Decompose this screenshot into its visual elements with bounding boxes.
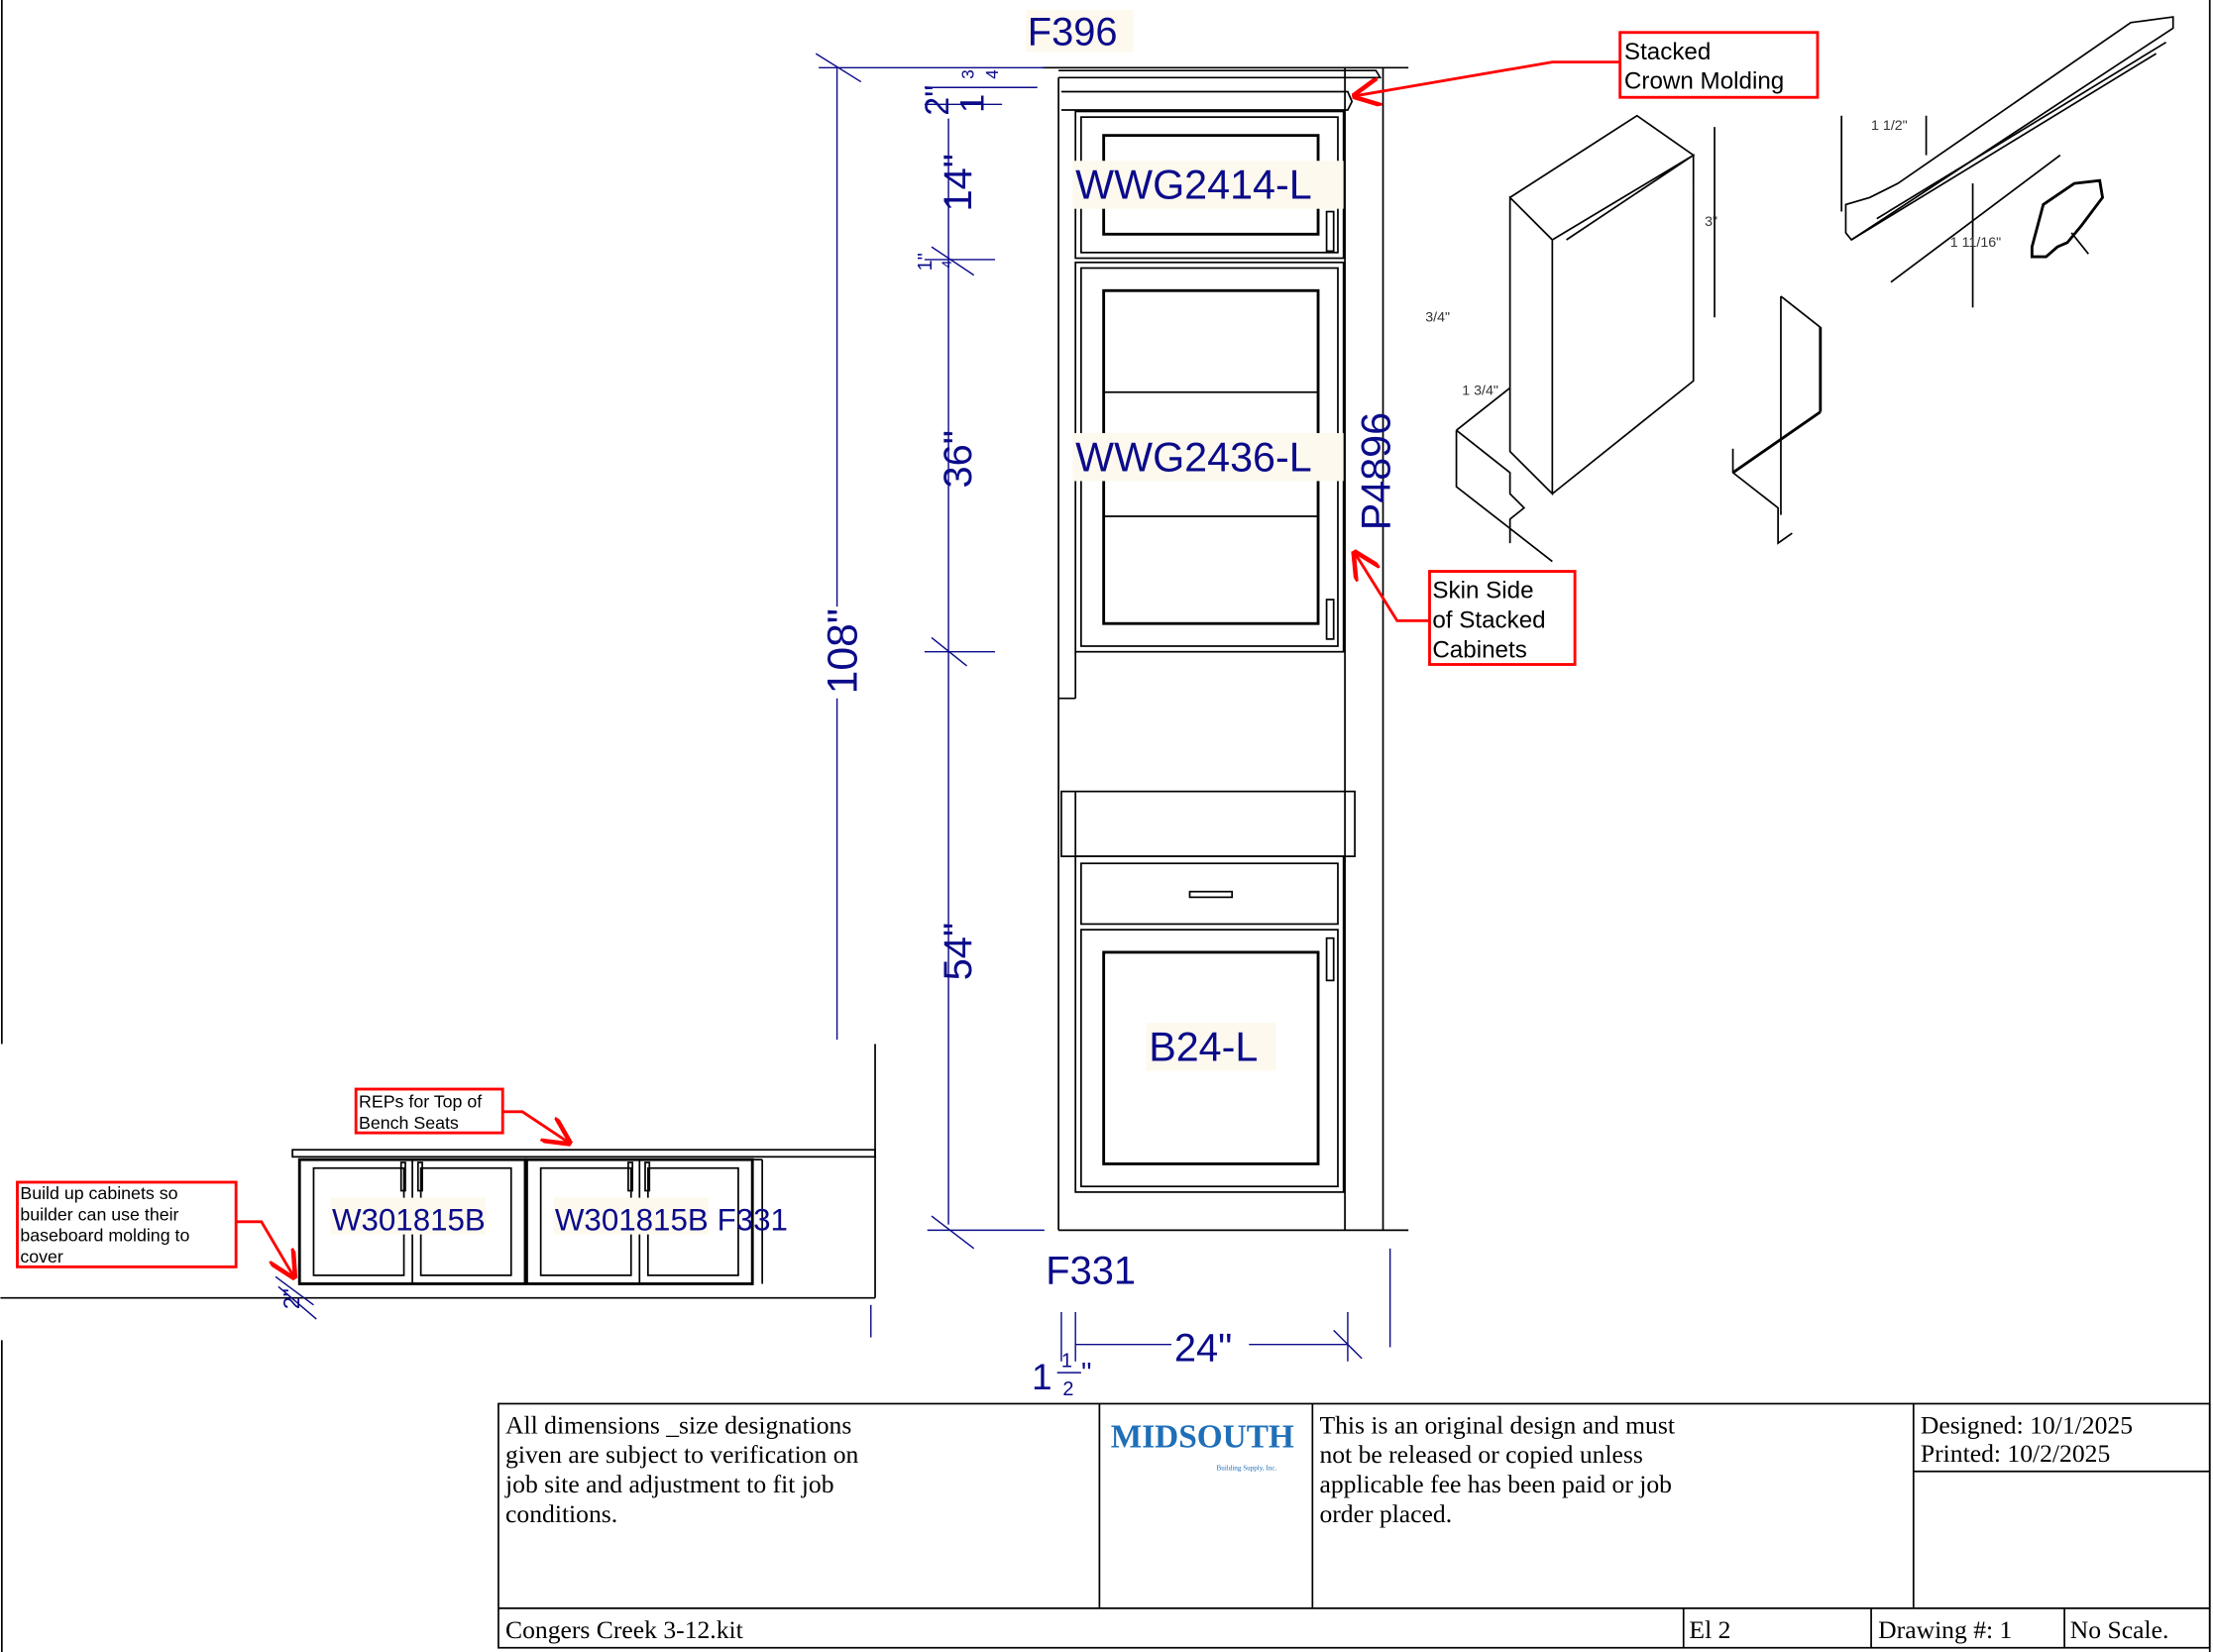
- drawing-number: Drawing #: 1: [1878, 1615, 2012, 1644]
- svg-text:MIDSOUTH: MIDSOUTH: [1111, 1419, 1294, 1456]
- svg-text:cover: cover: [20, 1247, 63, 1267]
- bench-filler-label: F331: [718, 1202, 788, 1237]
- disclaimer-line: job site and adjustment to fit job: [504, 1470, 833, 1498]
- side-whole-dimension: 1: [1032, 1356, 1052, 1397]
- bench-buildup-dimension: 2": [278, 1288, 304, 1309]
- disclaimer-line: conditions.: [505, 1499, 617, 1528]
- svg-text:Skin Side: Skin Side: [1432, 578, 1533, 605]
- bottom-filler-label: F331: [1046, 1249, 1136, 1292]
- svg-text:Build up cabinets so: Build up cabinets so: [20, 1183, 177, 1203]
- svg-text:Cabinets: Cabinets: [1432, 636, 1526, 663]
- width-dimension: 24": [1174, 1327, 1232, 1371]
- base-height-dimension: 54": [937, 923, 980, 980]
- base-cabinet-label: B24-L: [1149, 1025, 1258, 1070]
- overall-height-dimension: 108": [820, 608, 867, 694]
- elevation-number: El 2: [1689, 1615, 1730, 1644]
- copyright-line: applicable fee has been paid or job: [1319, 1470, 1672, 1498]
- svg-text:REPs for Top of: REPs for Top of: [359, 1092, 482, 1112]
- mid-height-dimension: 36": [937, 430, 980, 488]
- crown-height-label: 1 11/16": [1950, 235, 2001, 251]
- dimension-lines: [815, 53, 1391, 1362]
- copyright-line: not be released or copied unless: [1319, 1440, 1642, 1469]
- crown-fraction-den: 4: [983, 69, 1002, 79]
- gap-dimension: 1": [915, 253, 937, 271]
- disclaimer-line: given are subject to verification on: [505, 1440, 858, 1469]
- upper-wall-cabinet-label: WWG2414-L: [1075, 163, 1312, 208]
- molding-width-label: 1 3/4": [1462, 384, 1498, 399]
- bench-cabinet-left-label: W301815B: [332, 1202, 486, 1237]
- molding-depth-label: 3/4": [1425, 310, 1450, 326]
- svg-text:of Stacked: of Stacked: [1432, 606, 1545, 633]
- side-den-dimension: 2: [1062, 1378, 1073, 1400]
- midsouth-logo: MIDSOUTH Building Supply, Inc.: [1111, 1419, 1294, 1473]
- svg-text:Bench Seats: Bench Seats: [359, 1113, 459, 1133]
- bench-cabinet-right-label: W301815B: [555, 1202, 709, 1237]
- title-block: [498, 1402, 2211, 1649]
- scale-note: No Scale.: [2070, 1615, 2169, 1644]
- crown-height-dimension: 2": [919, 85, 956, 116]
- callout-bench-top: REPs for Top of Bench Seats: [354, 1087, 569, 1143]
- crown-fraction-num: 3: [959, 69, 978, 79]
- crown-top-label: 1 1/2": [1871, 118, 1908, 134]
- printed-date: Printed: 10/2/2025: [1921, 1439, 2110, 1468]
- callout-build-up: Build up cabinets so builder can use the…: [16, 1180, 294, 1276]
- panel-label: P4896: [1354, 412, 1399, 530]
- gap-fraction-den: 4: [940, 260, 955, 268]
- mid-wall-cabinet-label: WWG2436-L: [1075, 434, 1312, 480]
- callout-crown: Stacked Crown Molding: [1355, 31, 1820, 97]
- file-name: Congers Creek 3-12.kit: [505, 1615, 743, 1644]
- svg-text:builder can use their: builder can use their: [20, 1204, 178, 1224]
- molding-detail-illustration: [1455, 16, 2174, 563]
- side-mark: '': [1081, 1358, 1092, 1389]
- side-num-dimension: 1: [1061, 1350, 1072, 1372]
- disclaimer-line: All dimensions _size designations: [505, 1410, 851, 1439]
- copyright-line: order placed.: [1319, 1499, 1452, 1528]
- upper-height-dimension: 14": [937, 154, 980, 211]
- svg-text:baseboard molding to: baseboard molding to: [20, 1226, 189, 1246]
- callout-skin-side: Skin Side of Stacked Cabinets: [1355, 553, 1577, 666]
- svg-text:Crown Molding: Crown Molding: [1624, 68, 1784, 95]
- svg-text:Stacked: Stacked: [1624, 39, 1711, 65]
- crown-label: F396: [1028, 11, 1118, 55]
- crown-whole-dimension: 1: [954, 94, 992, 113]
- designed-date: Designed: 10/1/2025: [1921, 1410, 2133, 1439]
- bench-elevation: [0, 1044, 876, 1320]
- molding-height-label: 3": [1705, 214, 1717, 230]
- svg-text:Building Supply, Inc.: Building Supply, Inc.: [1217, 1464, 1277, 1472]
- copyright-line: This is an original design and must: [1319, 1410, 1675, 1439]
